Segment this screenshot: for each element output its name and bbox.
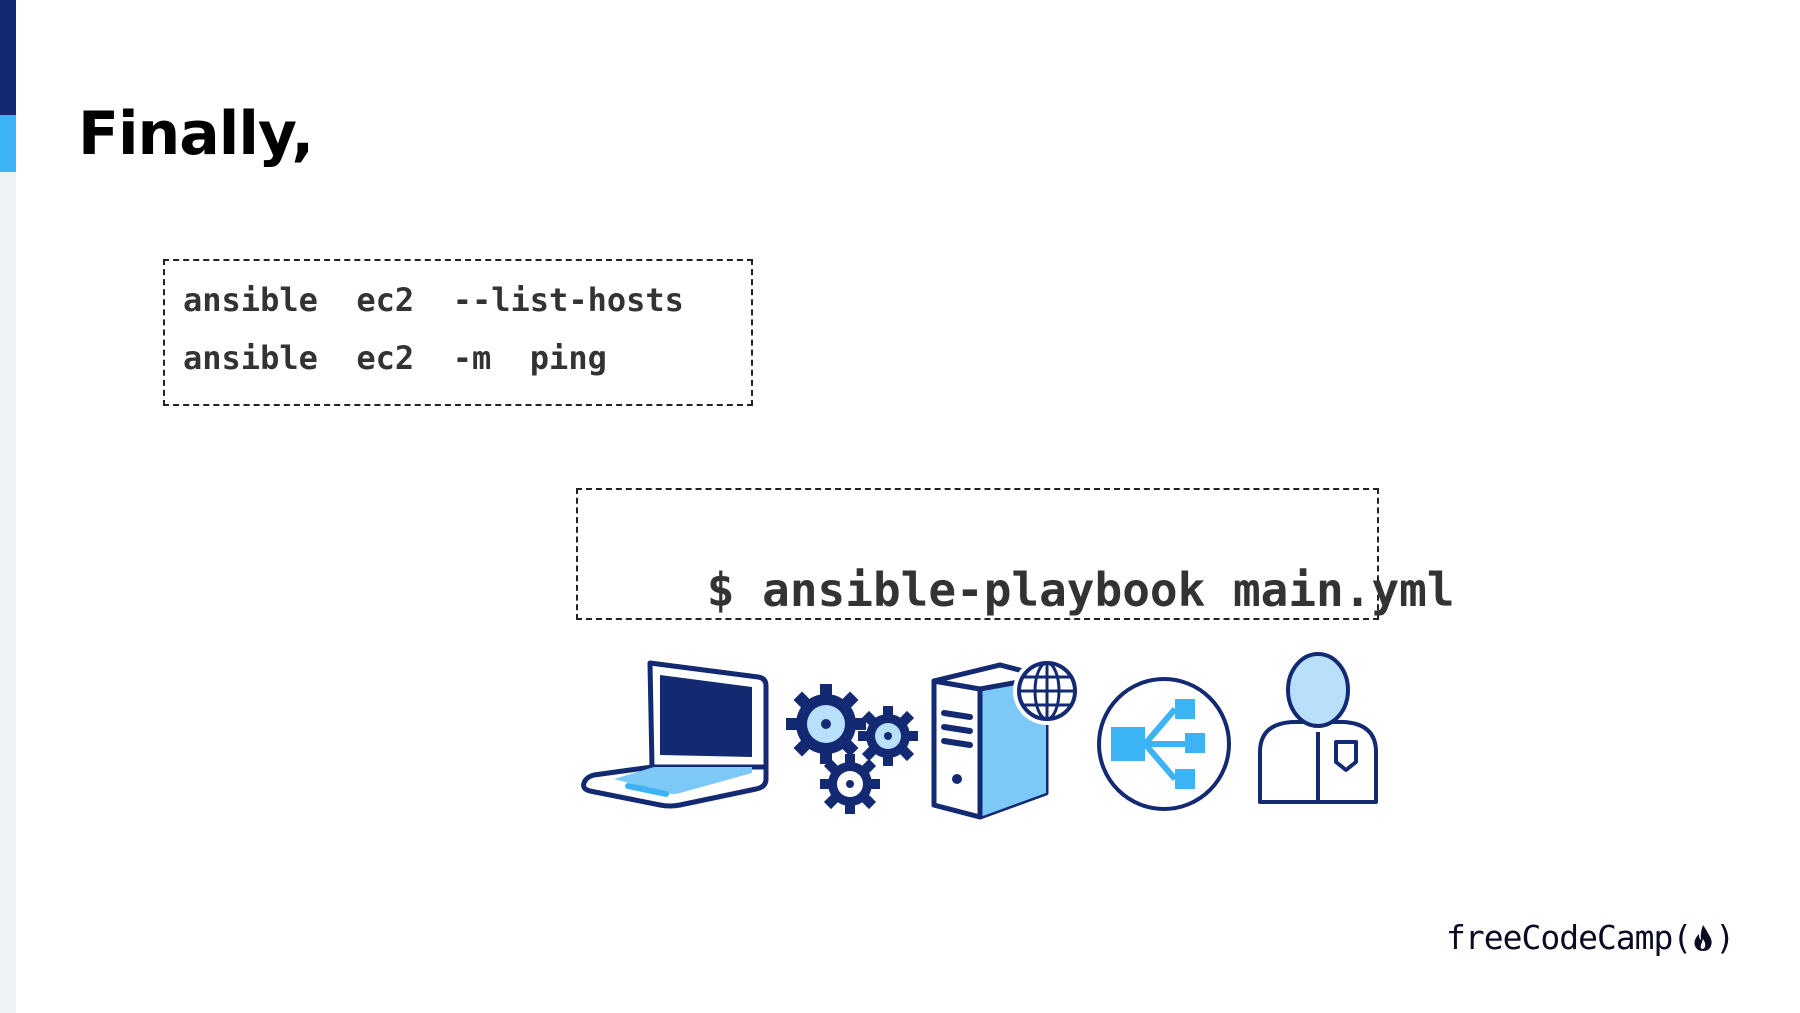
- freecodecamp-logo: freeCodeCamp ( ): [1446, 918, 1735, 957]
- playbook-command-box: $ ansible-playbook main.yml: [576, 488, 1455, 620]
- ad-hoc-commands-box: ansible ec2 --list-hosts ansible ec2 -m …: [163, 259, 753, 406]
- brand-paren-open: (: [1672, 918, 1692, 957]
- left-rail: [0, 0, 16, 1013]
- user-icon: [1258, 652, 1378, 804]
- flame-icon: [1694, 924, 1712, 951]
- network-hub-icon: [1097, 677, 1231, 811]
- brand-paren-close: ): [1715, 918, 1735, 957]
- brand-name: freeCodeCamp: [1446, 918, 1673, 957]
- laptop-icon: [581, 660, 769, 809]
- slide-title: Finally,: [78, 99, 314, 169]
- web-server-icon: [931, 657, 1081, 820]
- command-line-ping: ansible ec2 -m ping: [183, 339, 607, 377]
- command-line-list-hosts: ansible ec2 --list-hosts: [183, 281, 684, 319]
- accent-bar-dark: [0, 0, 16, 115]
- playbook-command: $ ansible-playbook main.yml: [706, 563, 1455, 618]
- gears-icon: [786, 684, 918, 814]
- accent-bar-light: [0, 115, 16, 172]
